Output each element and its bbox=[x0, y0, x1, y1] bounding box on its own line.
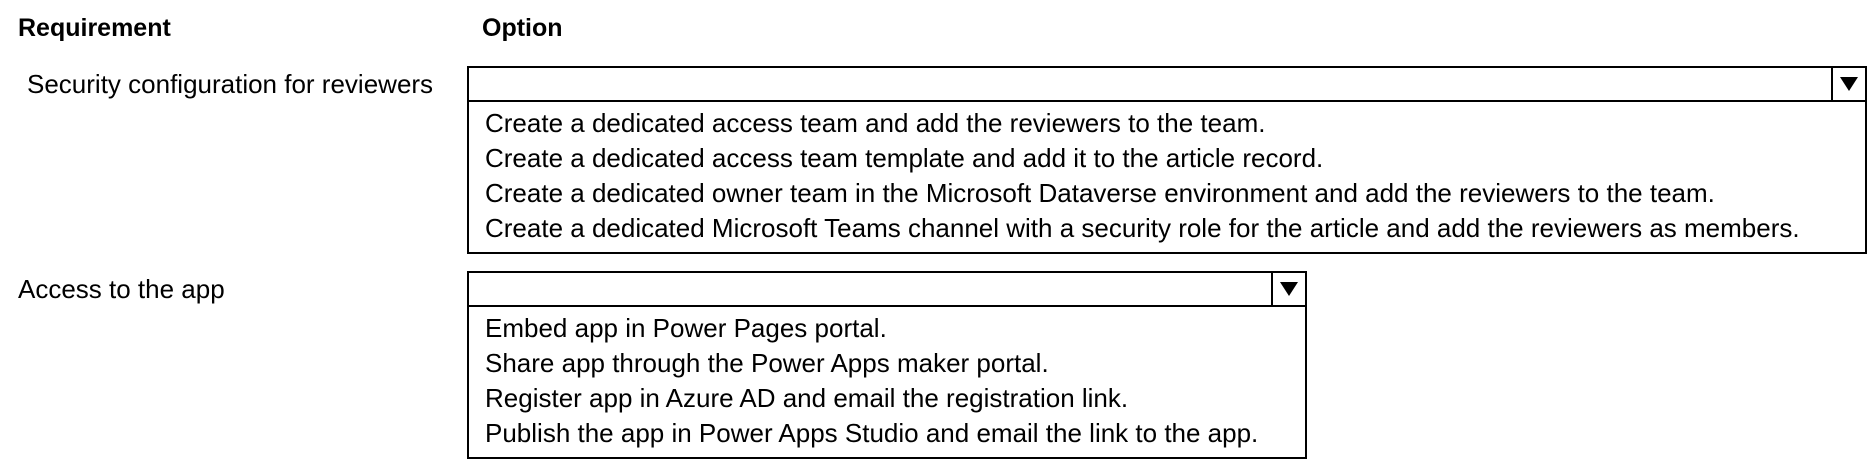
requirement-header: Requirement bbox=[18, 14, 171, 42]
dropdown-option[interactable]: Create a dedicated access team template … bbox=[485, 143, 1324, 173]
dropdown-option[interactable]: Create a dedicated access team and add t… bbox=[485, 108, 1266, 138]
dropdown-toggle-button[interactable] bbox=[1831, 68, 1865, 100]
requirement-label-security: Security configuration for reviewers bbox=[27, 69, 434, 99]
triangle-down-icon bbox=[1840, 77, 1858, 91]
dropdown-option[interactable]: Create a dedicated owner team in the Mic… bbox=[485, 178, 1715, 208]
dropdown-option[interactable]: Publish the app in Power Apps Studio and… bbox=[485, 418, 1259, 448]
dropdown-option-list: Embed app in Power Pages portal. Share a… bbox=[469, 307, 1305, 451]
dropdown-option[interactable]: Share app through the Power Apps maker p… bbox=[485, 348, 1049, 378]
requirement-label-access: Access to the app bbox=[18, 274, 225, 304]
dropdown-option[interactable]: Embed app in Power Pages portal. bbox=[485, 313, 887, 343]
option-header: Option bbox=[482, 14, 563, 42]
dropdown-toggle-button[interactable] bbox=[1271, 273, 1305, 305]
dropdown-selected-value[interactable] bbox=[469, 273, 1305, 307]
dropdown-selected-value[interactable] bbox=[469, 68, 1865, 102]
dropdown-option-list: Create a dedicated access team and add t… bbox=[469, 102, 1865, 246]
dropdown-option[interactable]: Register app in Azure AD and email the r… bbox=[485, 383, 1129, 413]
dropdown-option[interactable]: Create a dedicated Microsoft Teams chann… bbox=[485, 213, 1800, 243]
triangle-down-icon bbox=[1280, 282, 1298, 296]
security-configuration-dropdown[interactable]: Create a dedicated access team and add t… bbox=[467, 66, 1867, 254]
app-access-dropdown[interactable]: Embed app in Power Pages portal. Share a… bbox=[467, 271, 1307, 459]
